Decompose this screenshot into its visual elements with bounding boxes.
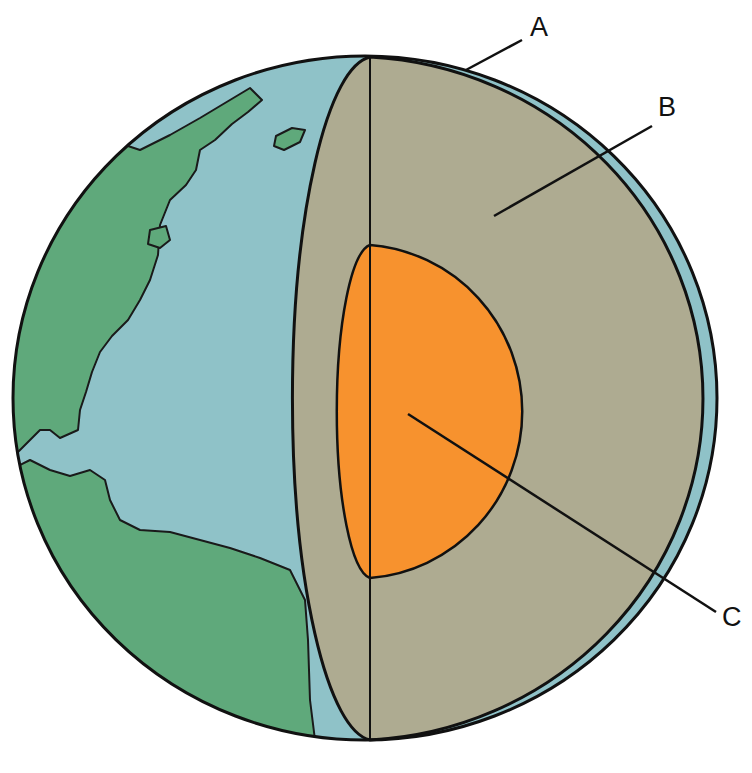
part-label: B <box>658 94 676 121</box>
part-label: A <box>530 14 548 41</box>
mantle-section <box>292 57 703 740</box>
leader-line <box>466 40 522 70</box>
island <box>274 128 305 150</box>
leader-line <box>494 126 652 216</box>
globe-outline <box>13 56 717 740</box>
north-america <box>10 88 262 460</box>
island-2 <box>148 226 170 248</box>
leader-line <box>408 414 716 612</box>
part-label: C <box>722 604 742 631</box>
axis-line <box>369 57 371 740</box>
core-section <box>337 245 522 578</box>
central-south-america <box>10 460 320 773</box>
